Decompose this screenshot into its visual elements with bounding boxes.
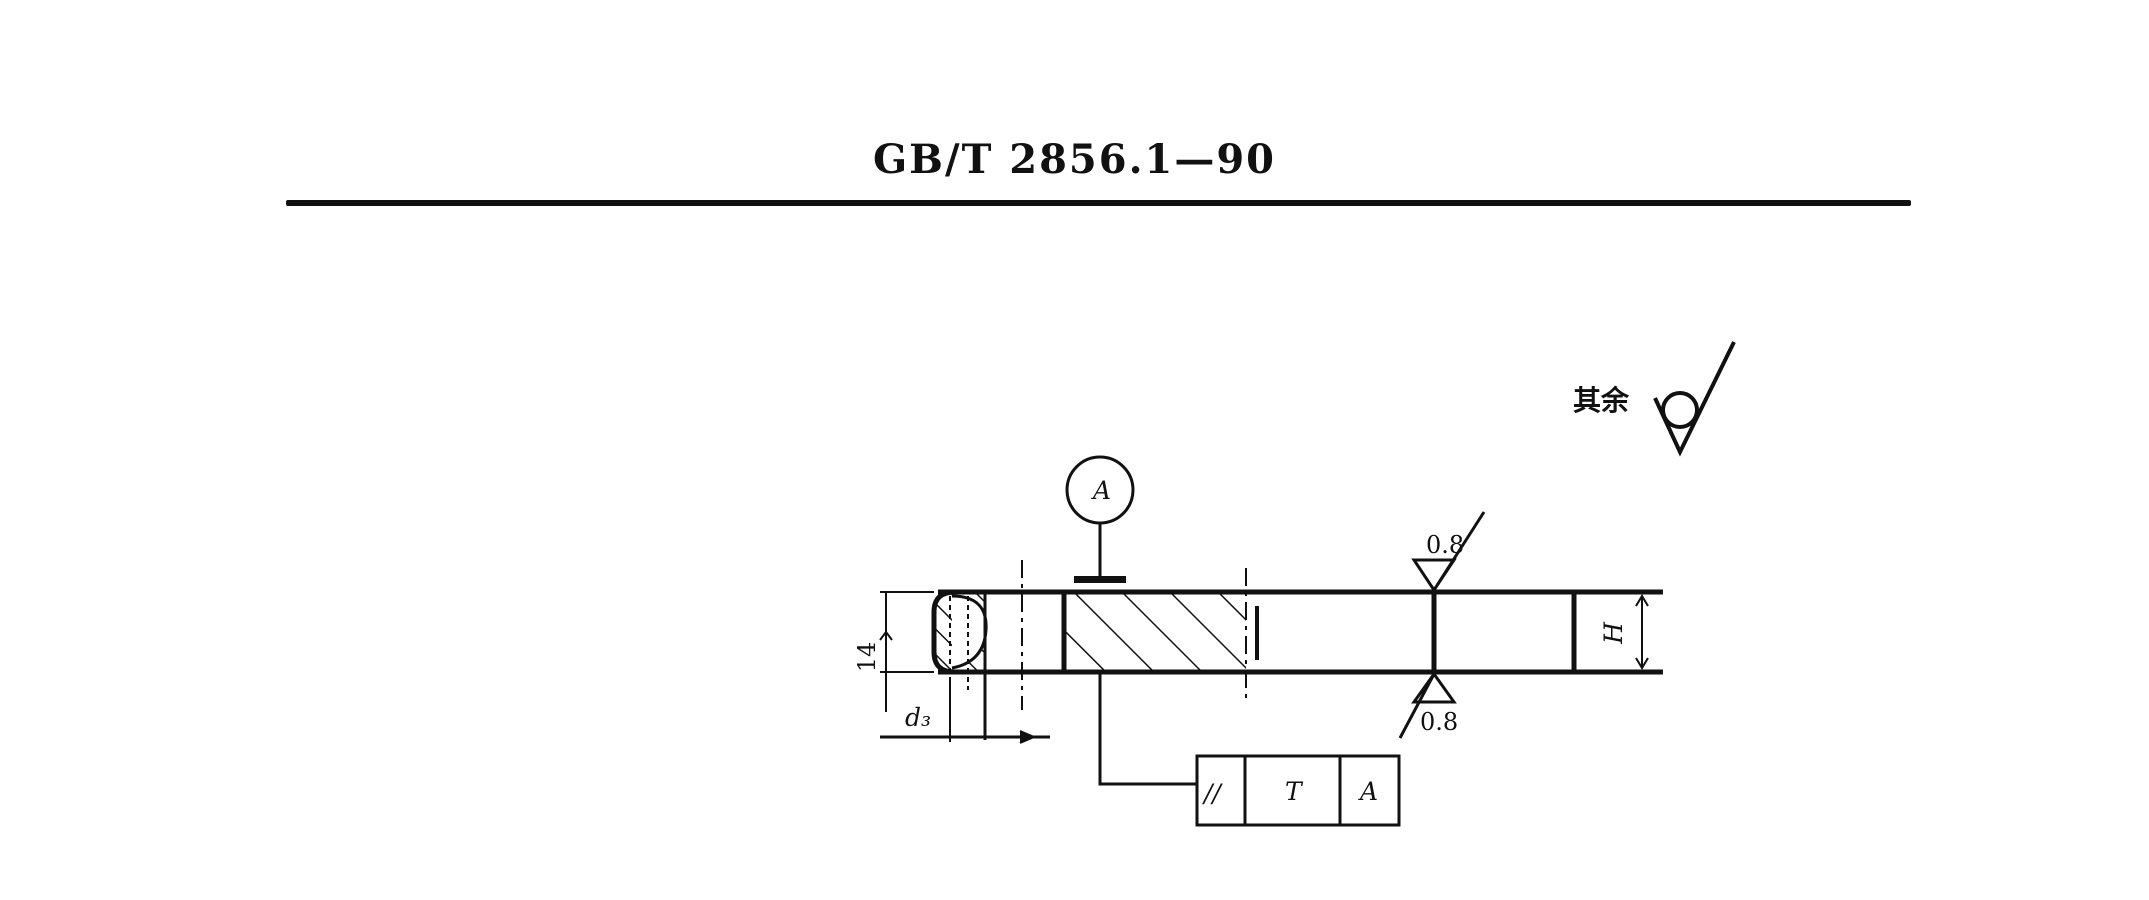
groove-width-dimension: 14 bbox=[853, 591, 934, 712]
tolerance-value: T bbox=[1285, 777, 1304, 806]
datum-a-symbol: A bbox=[1065, 455, 1135, 583]
standard-code-title: GB/T 2856.1—90 bbox=[872, 136, 1277, 183]
height-symbol: H bbox=[1599, 621, 1628, 645]
roughness-machining-icon bbox=[1653, 341, 1736, 457]
groove-width-value: 14 bbox=[853, 642, 881, 673]
height-dimension: H bbox=[1599, 594, 1649, 670]
parallelism-symbol: // bbox=[1202, 779, 1223, 808]
groove-diameter-dimension: d₃ bbox=[880, 680, 1050, 744]
roughness-bottom-icon: 0.8 bbox=[1398, 671, 1458, 739]
flange-section bbox=[931, 560, 1663, 740]
roughness-top-value: 0.8 bbox=[1426, 531, 1464, 559]
tolerance-frame: // T A bbox=[1195, 754, 1401, 827]
tolerance-leader bbox=[1098, 672, 1197, 786]
header-rule bbox=[286, 200, 1911, 206]
groove-diameter-symbol: d₃ bbox=[905, 703, 931, 732]
tolerance-datum: A bbox=[1358, 777, 1378, 806]
datum-letter: A bbox=[1091, 476, 1111, 505]
roughness-bottom-value: 0.8 bbox=[1420, 708, 1458, 736]
other-surfaces-label: 其余 bbox=[1573, 384, 1630, 417]
roughness-top-icon: 0.8 bbox=[1411, 511, 1486, 591]
